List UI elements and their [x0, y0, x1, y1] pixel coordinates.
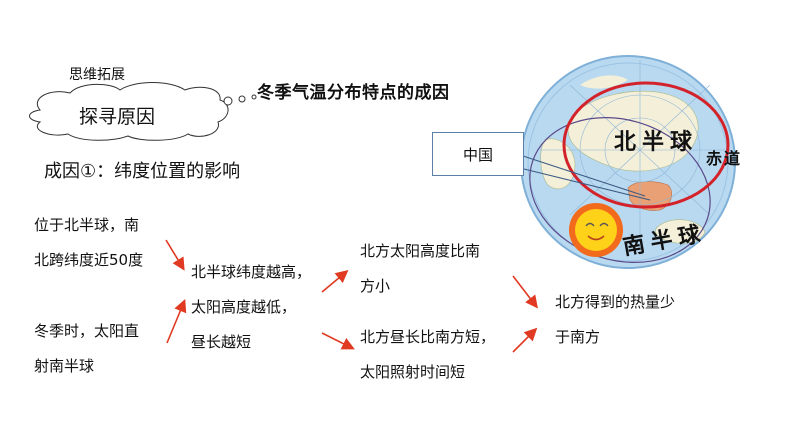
cause-sun-direct-south: 冬季时，太阳直 射南半球: [34, 322, 140, 375]
smiling-sun-icon: [569, 203, 623, 257]
result-heat: 北方得到的热量少 于南方: [555, 293, 676, 346]
page-title: 冬季气温分布特点的成因: [257, 83, 450, 103]
middle-latitude-effect: 北半球纬度越高， 太阳高度越低， 昼长越短: [191, 263, 312, 351]
cloud-label: 探寻原因: [79, 106, 156, 128]
effect-sun-altitude: 北方太阳高度比南 方小: [360, 242, 481, 295]
effect-day-length: 北方昼长比南方短， 太阳照射时间短: [360, 328, 496, 381]
cause-latitude-span: 位于北半球，南 北跨纬度近50度: [34, 216, 144, 269]
thinking-extension-label: 思维拓展: [69, 67, 125, 83]
northern-hemisphere-label: 北半球: [614, 130, 699, 155]
flow-arrows: [165, 239, 538, 353]
equator-label: 赤道: [706, 149, 743, 168]
china-callout-label: 中国: [462, 145, 493, 164]
thought-cloud-icon: [29, 82, 257, 141]
china-callout-box: 中国: [432, 132, 524, 176]
cause-heading: 成因①：纬度位置的影响: [44, 161, 241, 182]
